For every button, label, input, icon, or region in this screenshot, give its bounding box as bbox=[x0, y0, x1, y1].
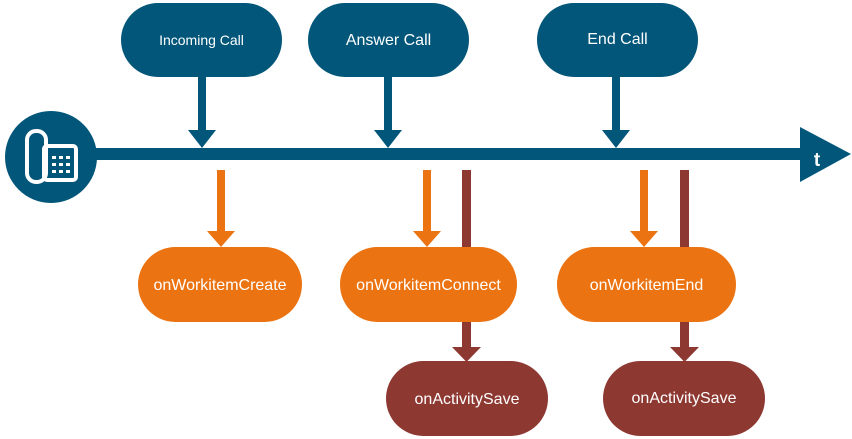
hook-arrow-end bbox=[630, 170, 658, 247]
hook-arrow-create bbox=[207, 170, 235, 247]
activity-on-activity-save-2: onActivitySave bbox=[603, 361, 765, 436]
event-incoming-call: Incoming Call bbox=[121, 3, 282, 77]
event-arrow-end bbox=[602, 74, 630, 148]
desk-phone-icon bbox=[5, 111, 97, 203]
event-incoming-call-label: Incoming Call bbox=[159, 32, 244, 48]
hook-on-workitem-end: onWorkitemEnd bbox=[557, 247, 736, 322]
event-arrow-answer bbox=[374, 74, 402, 148]
activity-on-activity-save-2-label: onActivitySave bbox=[632, 390, 737, 407]
activity-on-activity-save-1-label: onActivitySave bbox=[415, 391, 520, 408]
timeline-arrowhead bbox=[800, 127, 851, 182]
event-end-call: End Call bbox=[537, 3, 698, 77]
event-arrow-incoming bbox=[188, 74, 216, 148]
timeline: t bbox=[60, 127, 851, 182]
hook-arrow-connect bbox=[413, 170, 441, 247]
event-answer-call-label: Answer Call bbox=[346, 32, 431, 49]
hook-on-workitem-connect-label: onWorkitemConnect bbox=[356, 277, 501, 294]
timeline-axis-label: t bbox=[814, 150, 821, 171]
event-arrows bbox=[188, 74, 630, 148]
timeline-bar bbox=[60, 148, 812, 160]
event-answer-call: Answer Call bbox=[308, 3, 469, 77]
hook-on-workitem-create-label: onWorkitemCreate bbox=[153, 277, 286, 294]
hook-arrows bbox=[207, 170, 658, 247]
event-end-call-label: End Call bbox=[587, 31, 647, 48]
activity-on-activity-save-1: onActivitySave bbox=[386, 361, 548, 436]
hook-on-workitem-connect: onWorkitemConnect bbox=[340, 247, 517, 322]
hook-on-workitem-end-label: onWorkitemEnd bbox=[590, 277, 704, 294]
hook-on-workitem-create: onWorkitemCreate bbox=[138, 247, 302, 322]
